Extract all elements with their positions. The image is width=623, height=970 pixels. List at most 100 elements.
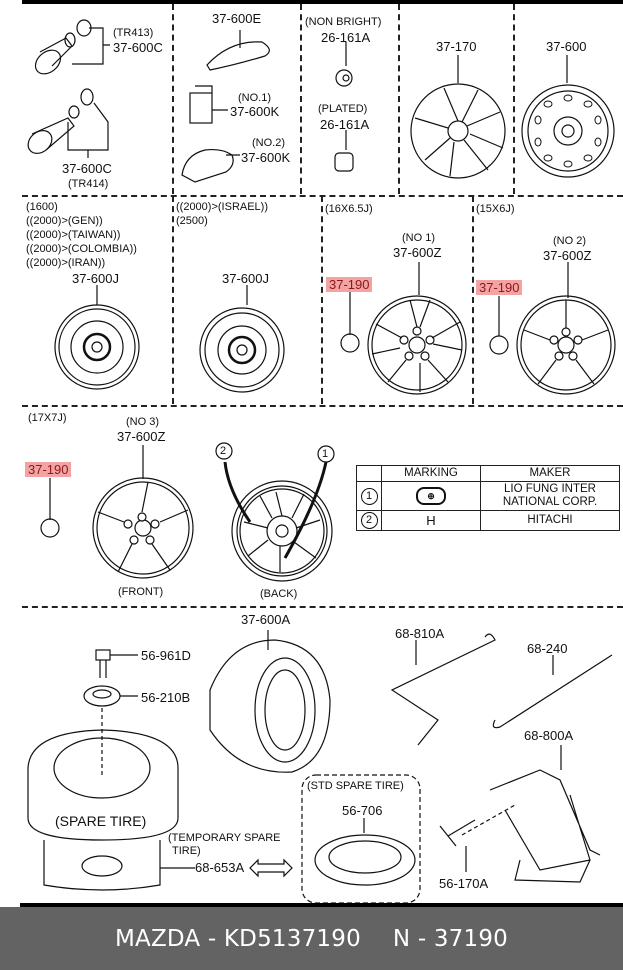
steel-wheel-icon [521,55,615,178]
arrow-icon [249,858,293,878]
variant-label: (NON BRIGHT) [305,16,382,28]
variant-label: (PLATED) [318,103,368,115]
divider [172,4,174,194]
divider [172,196,174,404]
part-number-label: 37-600A [241,612,291,627]
note-label: (TEMPORARY SPARE [168,832,281,844]
bottom-border [20,903,623,907]
part-number-label: 37-600Z [117,429,166,444]
highlighted-part-number[interactable]: 37-190 [326,277,373,292]
sensor-icon [181,148,240,183]
variant-label: (NO 3) [126,416,159,428]
divider [513,4,515,194]
top-border [22,0,623,4]
condition-list: (1600) ((2000)>(GEN)) ((2000)>(TAIWAN)) … [26,200,137,270]
part-number-label: 37-170 [436,39,477,54]
size-label: (17X7J) [28,412,67,424]
part-number-label: 68-800A [524,728,574,743]
alloy-wheel-icon [340,262,467,395]
table-header-row: MARKING MAKER [356,465,620,482]
part-number-label: 37-600K [241,150,291,165]
divider [472,196,474,404]
divider [22,606,623,608]
maker-name: LIO FUNG INTER [503,483,596,495]
diagram-number: N - 37190 [392,925,509,952]
condition: ((2000)>(COLOMBIA)) [26,243,137,255]
highlighted-part-number[interactable]: 37-190 [476,280,523,295]
parts-illustration [27,19,616,904]
size-label: (15X6J) [476,203,515,215]
part-number-label: 37-600Z [393,245,442,260]
variant-label: (NO 1) [402,232,435,244]
jack-icon [439,745,601,883]
sensor-icon [189,85,228,124]
variant-label: (NO 2) [553,235,586,247]
part-number-label: 26-161A [321,30,371,45]
maker-name: NATIONAL CORP. [502,496,598,508]
divider [22,405,623,407]
part-number-label: 56-961D [141,648,191,663]
condition: ((2000)>(GEN)) [26,215,103,227]
part-number-label: 68-810A [395,626,445,641]
divider [398,4,400,194]
condition: ((2000)>(TAIWAN)) [26,229,121,241]
view-label: (BACK) [260,588,298,600]
part-number-label: 56-170A [439,876,489,891]
jack-handle-icon [390,633,496,746]
part-number-label: 37-600K [230,104,280,119]
maker-name: HITACHI [480,510,620,531]
part-number-label: 37-600C [113,40,163,55]
spare-tire-label: (SPARE TIRE) [55,813,147,829]
std-spare-tire-box [301,774,421,904]
part-number-label: 56-706 [342,803,383,818]
variant-label: (TR413) [113,27,154,39]
spare-tire-icon [27,729,195,891]
part-number-label: 26-161A [320,117,370,132]
callout-number: 2 [220,445,227,457]
valve-stem-icon [34,19,110,75]
lug-wrench-icon [492,654,613,729]
part-number-label: 68-653A [195,860,245,875]
table-row: 2 H HITACHI [356,510,620,531]
marking-value: H [381,510,481,531]
wheel-cover-icon [410,55,506,179]
part-number-label: 56-210B [141,690,191,705]
table-header: MARKING [381,465,481,482]
variant-label: (NO.1) [238,92,271,104]
brand-part-number: MAZDA - KD5137190 [114,925,361,952]
tire-icon [209,630,331,773]
condition: ((2000)>(IRAN)) [26,257,106,269]
part-number-label: 37-600J [72,271,119,286]
bolt-icon [95,649,138,678]
washer-icon [83,685,138,775]
callout-number: 1 [322,448,329,460]
note-label: TIRE) [172,845,201,857]
variant-label: (TR414) [68,178,109,190]
highlighted-part-number[interactable]: 37-190 [25,462,72,477]
note-label: (STD SPARE TIRE) [307,780,404,792]
lug-nut-icon [334,130,354,172]
lug-nut-icon [335,42,353,87]
part-number-label: 37-600Z [543,248,592,263]
divider [321,196,323,404]
spare-wheel-icon [199,285,285,393]
condition-list: ((2000)>(ISRAEL)) (2500) [176,200,268,228]
part-number-label: 37-600E [212,11,262,26]
part-number-label: 37-600J [222,271,269,286]
table-header: MAKER [480,465,620,482]
condition: ((2000)>(ISRAEL)) [176,201,269,213]
table-header [356,465,382,482]
alloy-wheel-icon [489,262,616,395]
divider [300,4,302,194]
condition: (1600) [26,201,58,213]
sensor-icon [206,30,270,71]
callout-number: 2 [360,512,378,529]
alloy-wheel-icon [40,445,194,579]
condition: (2500) [176,215,208,227]
alloy-wheel-back-icon [215,442,335,582]
part-number-label: 37-600C [62,161,112,176]
part-number-label: 68-240 [527,641,568,656]
valve-stem-icon [27,88,109,158]
